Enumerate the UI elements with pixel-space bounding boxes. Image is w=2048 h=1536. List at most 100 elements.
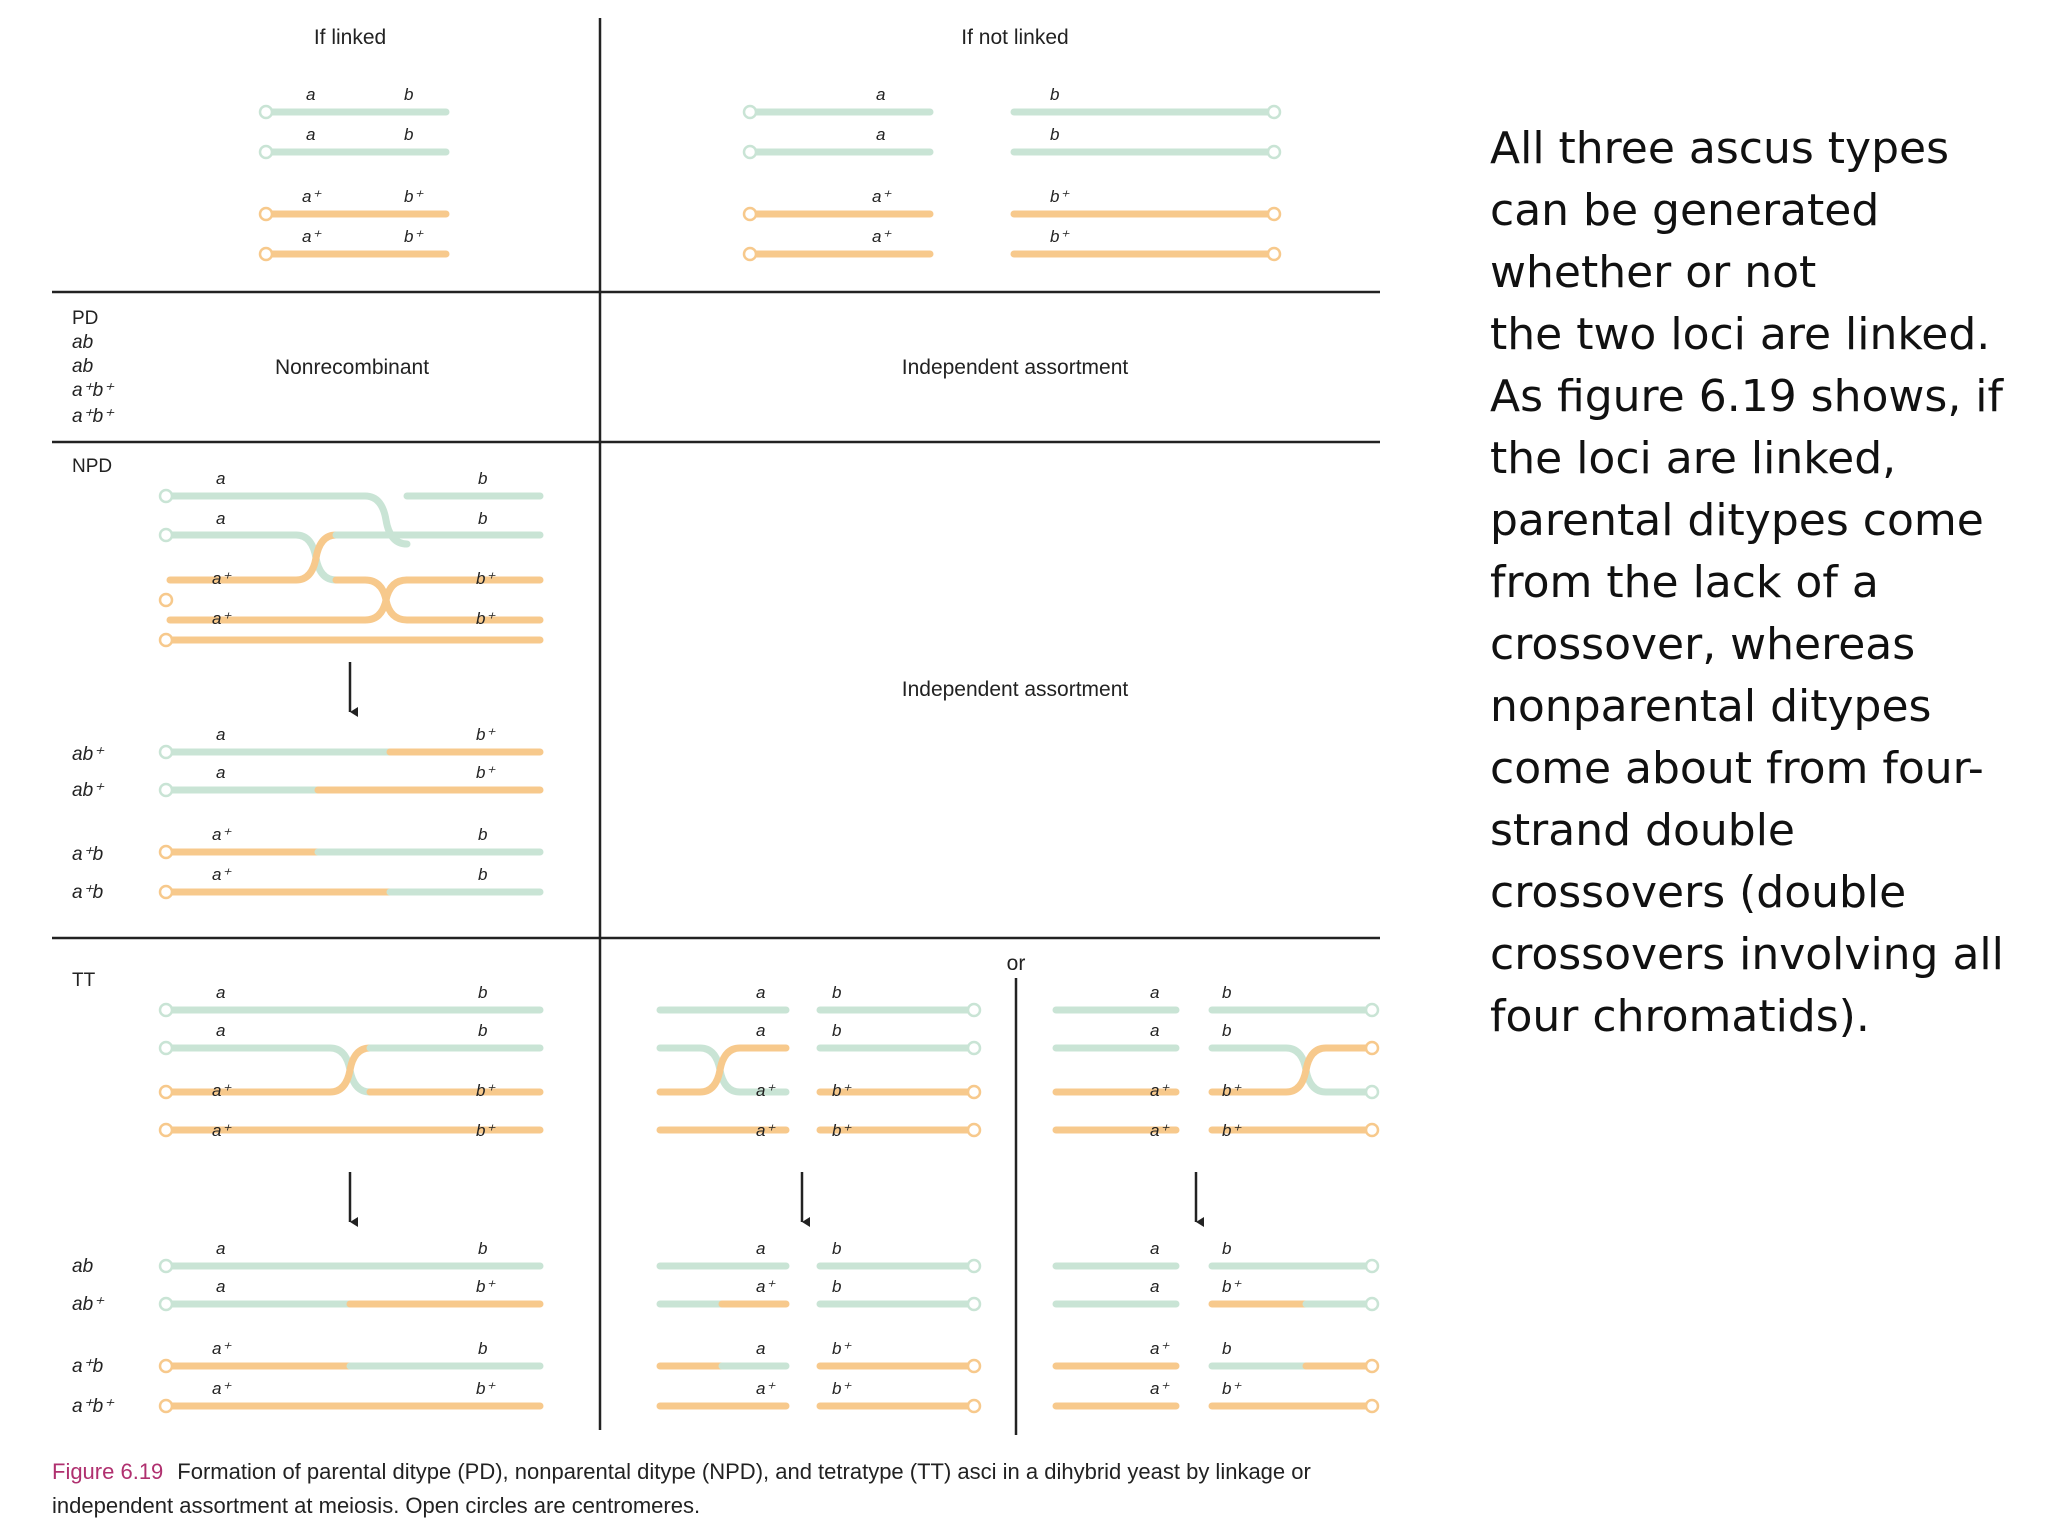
allele-label: a [756, 1339, 765, 1358]
explanation-line: from the lack of a [1490, 557, 1879, 608]
centromere [158, 1358, 174, 1374]
allele-label: a [216, 725, 225, 744]
allele-label: b [1222, 1339, 1231, 1358]
allele-label: a⁺ [756, 1081, 776, 1100]
allele-label: a⁺ [756, 1121, 776, 1140]
allele-label: b⁺ [832, 1339, 852, 1358]
linked-chromosomes [258, 104, 450, 262]
explanation-line: crossovers involving all [1490, 929, 2004, 980]
allele-label: b⁺ [832, 1081, 852, 1100]
tt-unlinked-2-after [1052, 1258, 1380, 1414]
centromere [158, 592, 174, 608]
explanation-line: strand double [1490, 805, 1795, 856]
allele-label: a⁺ [1150, 1379, 1170, 1398]
allele-label: a⁺ [302, 227, 322, 246]
allele-label: a [1150, 1277, 1159, 1296]
centromere [1364, 1296, 1380, 1312]
centromere [742, 206, 758, 222]
allele-label: a [1150, 1239, 1159, 1258]
genotype-label: a⁺b⁺ [72, 380, 115, 401]
allele-label: b [478, 1021, 487, 1040]
centromere [158, 488, 174, 504]
tt-unlinked-1-before [656, 1002, 982, 1138]
centromere [158, 1040, 174, 1056]
tt-unlinked-2-before-labels: a b a b a⁺ b⁺ a⁺ b⁺ [1150, 983, 1242, 1140]
allele-label: a [756, 1239, 765, 1258]
allele-label: b [478, 469, 487, 488]
allele-label: b⁺ [1222, 1277, 1242, 1296]
centromere [1364, 1084, 1380, 1100]
centromere [966, 1002, 982, 1018]
centromere [258, 206, 274, 222]
centromere [966, 1040, 982, 1056]
allele-label: b⁺ [832, 1379, 852, 1398]
strand [166, 576, 411, 624]
allele-label: a⁺ [756, 1277, 776, 1296]
strand [1208, 1044, 1374, 1096]
allele-label: a⁺ [212, 1339, 232, 1358]
centromere [966, 1084, 982, 1100]
row-label-npd: NPD [72, 456, 112, 477]
allele-label: b [404, 125, 413, 144]
allele-label: b⁺ [476, 609, 496, 628]
allele-label: a [216, 983, 225, 1002]
allele-label: a [216, 1239, 225, 1258]
genotype-label: a⁺b⁺ [72, 406, 115, 427]
allele-label: b⁺ [476, 725, 496, 744]
genotype-label: a⁺b [72, 882, 103, 903]
strand [656, 1044, 790, 1096]
tt-genotype-labels: ab ab⁺ a⁺b a⁺b⁺ [72, 1256, 115, 1417]
tt-unlinked-2-after-labels: a b a b⁺ a⁺ b a⁺ b⁺ [1150, 1239, 1242, 1398]
allele-label: b [478, 509, 487, 528]
centromere [742, 104, 758, 120]
allele-label: b⁺ [476, 569, 496, 588]
centromere [158, 782, 174, 798]
strand [166, 492, 411, 548]
centromere [1364, 1258, 1380, 1274]
allele-label: b [832, 1277, 841, 1296]
tt-unlinked-1-after [656, 1258, 982, 1414]
npd-before-chromosomes [158, 488, 544, 648]
allele-label: b [1222, 1239, 1231, 1258]
explanation-line: can be generated [1490, 185, 1880, 236]
explanation-line: come about from four- [1490, 743, 1984, 794]
npd-unlinked-result: Independent assortment [902, 678, 1129, 701]
allele-label: b⁺ [1050, 187, 1070, 206]
centromere [966, 1122, 982, 1138]
genotype-label: ab [72, 356, 93, 377]
centromere [158, 1122, 174, 1138]
allele-label: b⁺ [404, 187, 424, 206]
explanation-line: the two loci are linked. [1490, 309, 1991, 360]
allele-label: b [478, 983, 487, 1002]
allele-label: b [1222, 1021, 1231, 1040]
tt-linked-before-labels: a b a b a⁺ b⁺ a⁺ b⁺ [212, 983, 496, 1140]
allele-label: b⁺ [1222, 1081, 1242, 1100]
explanation-line: As figure 6.19 shows, if [1490, 371, 2004, 422]
explanation-line: crossovers (double [1490, 867, 1907, 918]
allele-label: a [216, 509, 225, 528]
pd-linked-result: Nonrecombinant [275, 356, 429, 379]
explanation-line: four chromatids). [1490, 991, 1870, 1042]
allele-label: b⁺ [476, 1121, 496, 1140]
allele-label: a [306, 85, 315, 104]
tt-unlinked-1-after-labels: a b a⁺ b a b⁺ a⁺ b⁺ [756, 1239, 852, 1398]
npd-before-labels: a b a b a⁺ b⁺ a⁺ b⁺ [212, 469, 496, 628]
explanation-line: whether or not [1490, 247, 1817, 298]
allele-label: b⁺ [1222, 1121, 1242, 1140]
centromere [158, 527, 174, 543]
centromere [966, 1358, 982, 1374]
allele-label: a [1150, 1021, 1159, 1040]
explanation-line: nonparental ditypes [1490, 681, 1932, 732]
allele-label: a⁺ [212, 609, 232, 628]
explanation-line: the loci are linked, [1490, 433, 1897, 484]
explanation-text: All three ascus types can be generated w… [1490, 118, 2010, 1048]
allele-label: b [1050, 85, 1059, 104]
centromere [258, 104, 274, 120]
allele-label: b⁺ [476, 1379, 496, 1398]
centromere [966, 1398, 982, 1414]
pd-unlinked-result: Independent assortment [902, 356, 1129, 379]
npd-after-chromosomes [158, 744, 544, 900]
centromere [1364, 1398, 1380, 1414]
centromere [158, 1258, 174, 1274]
centromere [1266, 144, 1282, 160]
